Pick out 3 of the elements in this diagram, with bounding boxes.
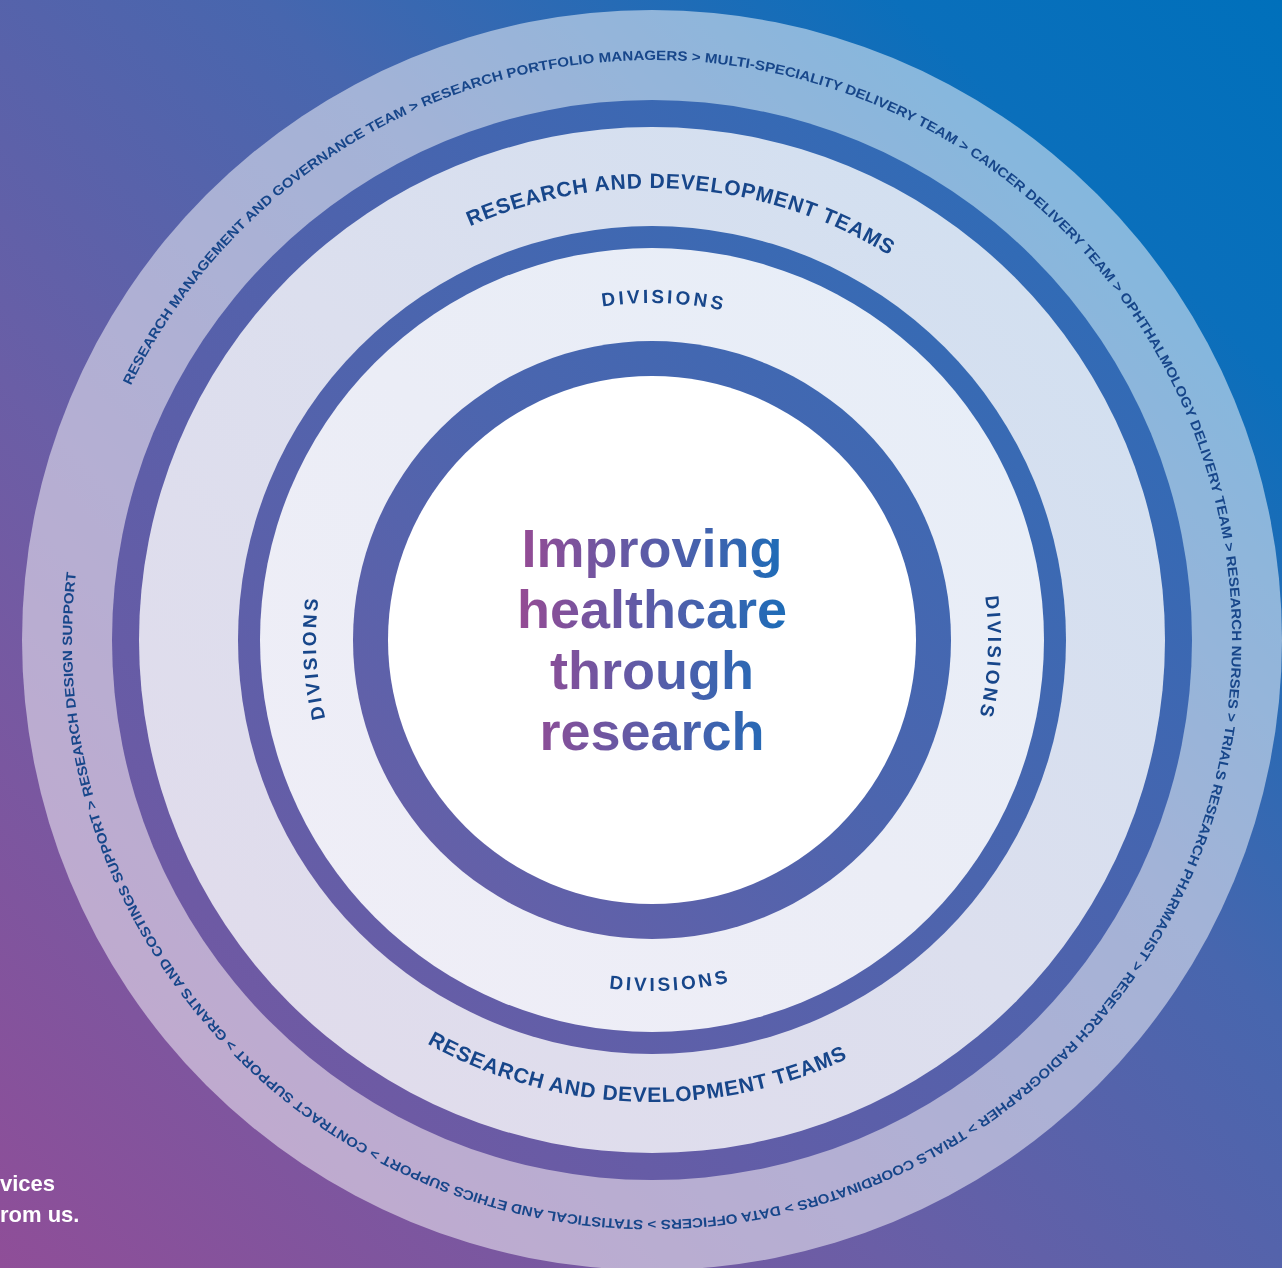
note-text: vices rom us. [0, 1170, 81, 1229]
ring-label: DIVISIONS [608, 965, 733, 996]
ring-label: DIVISIONS [600, 285, 729, 315]
